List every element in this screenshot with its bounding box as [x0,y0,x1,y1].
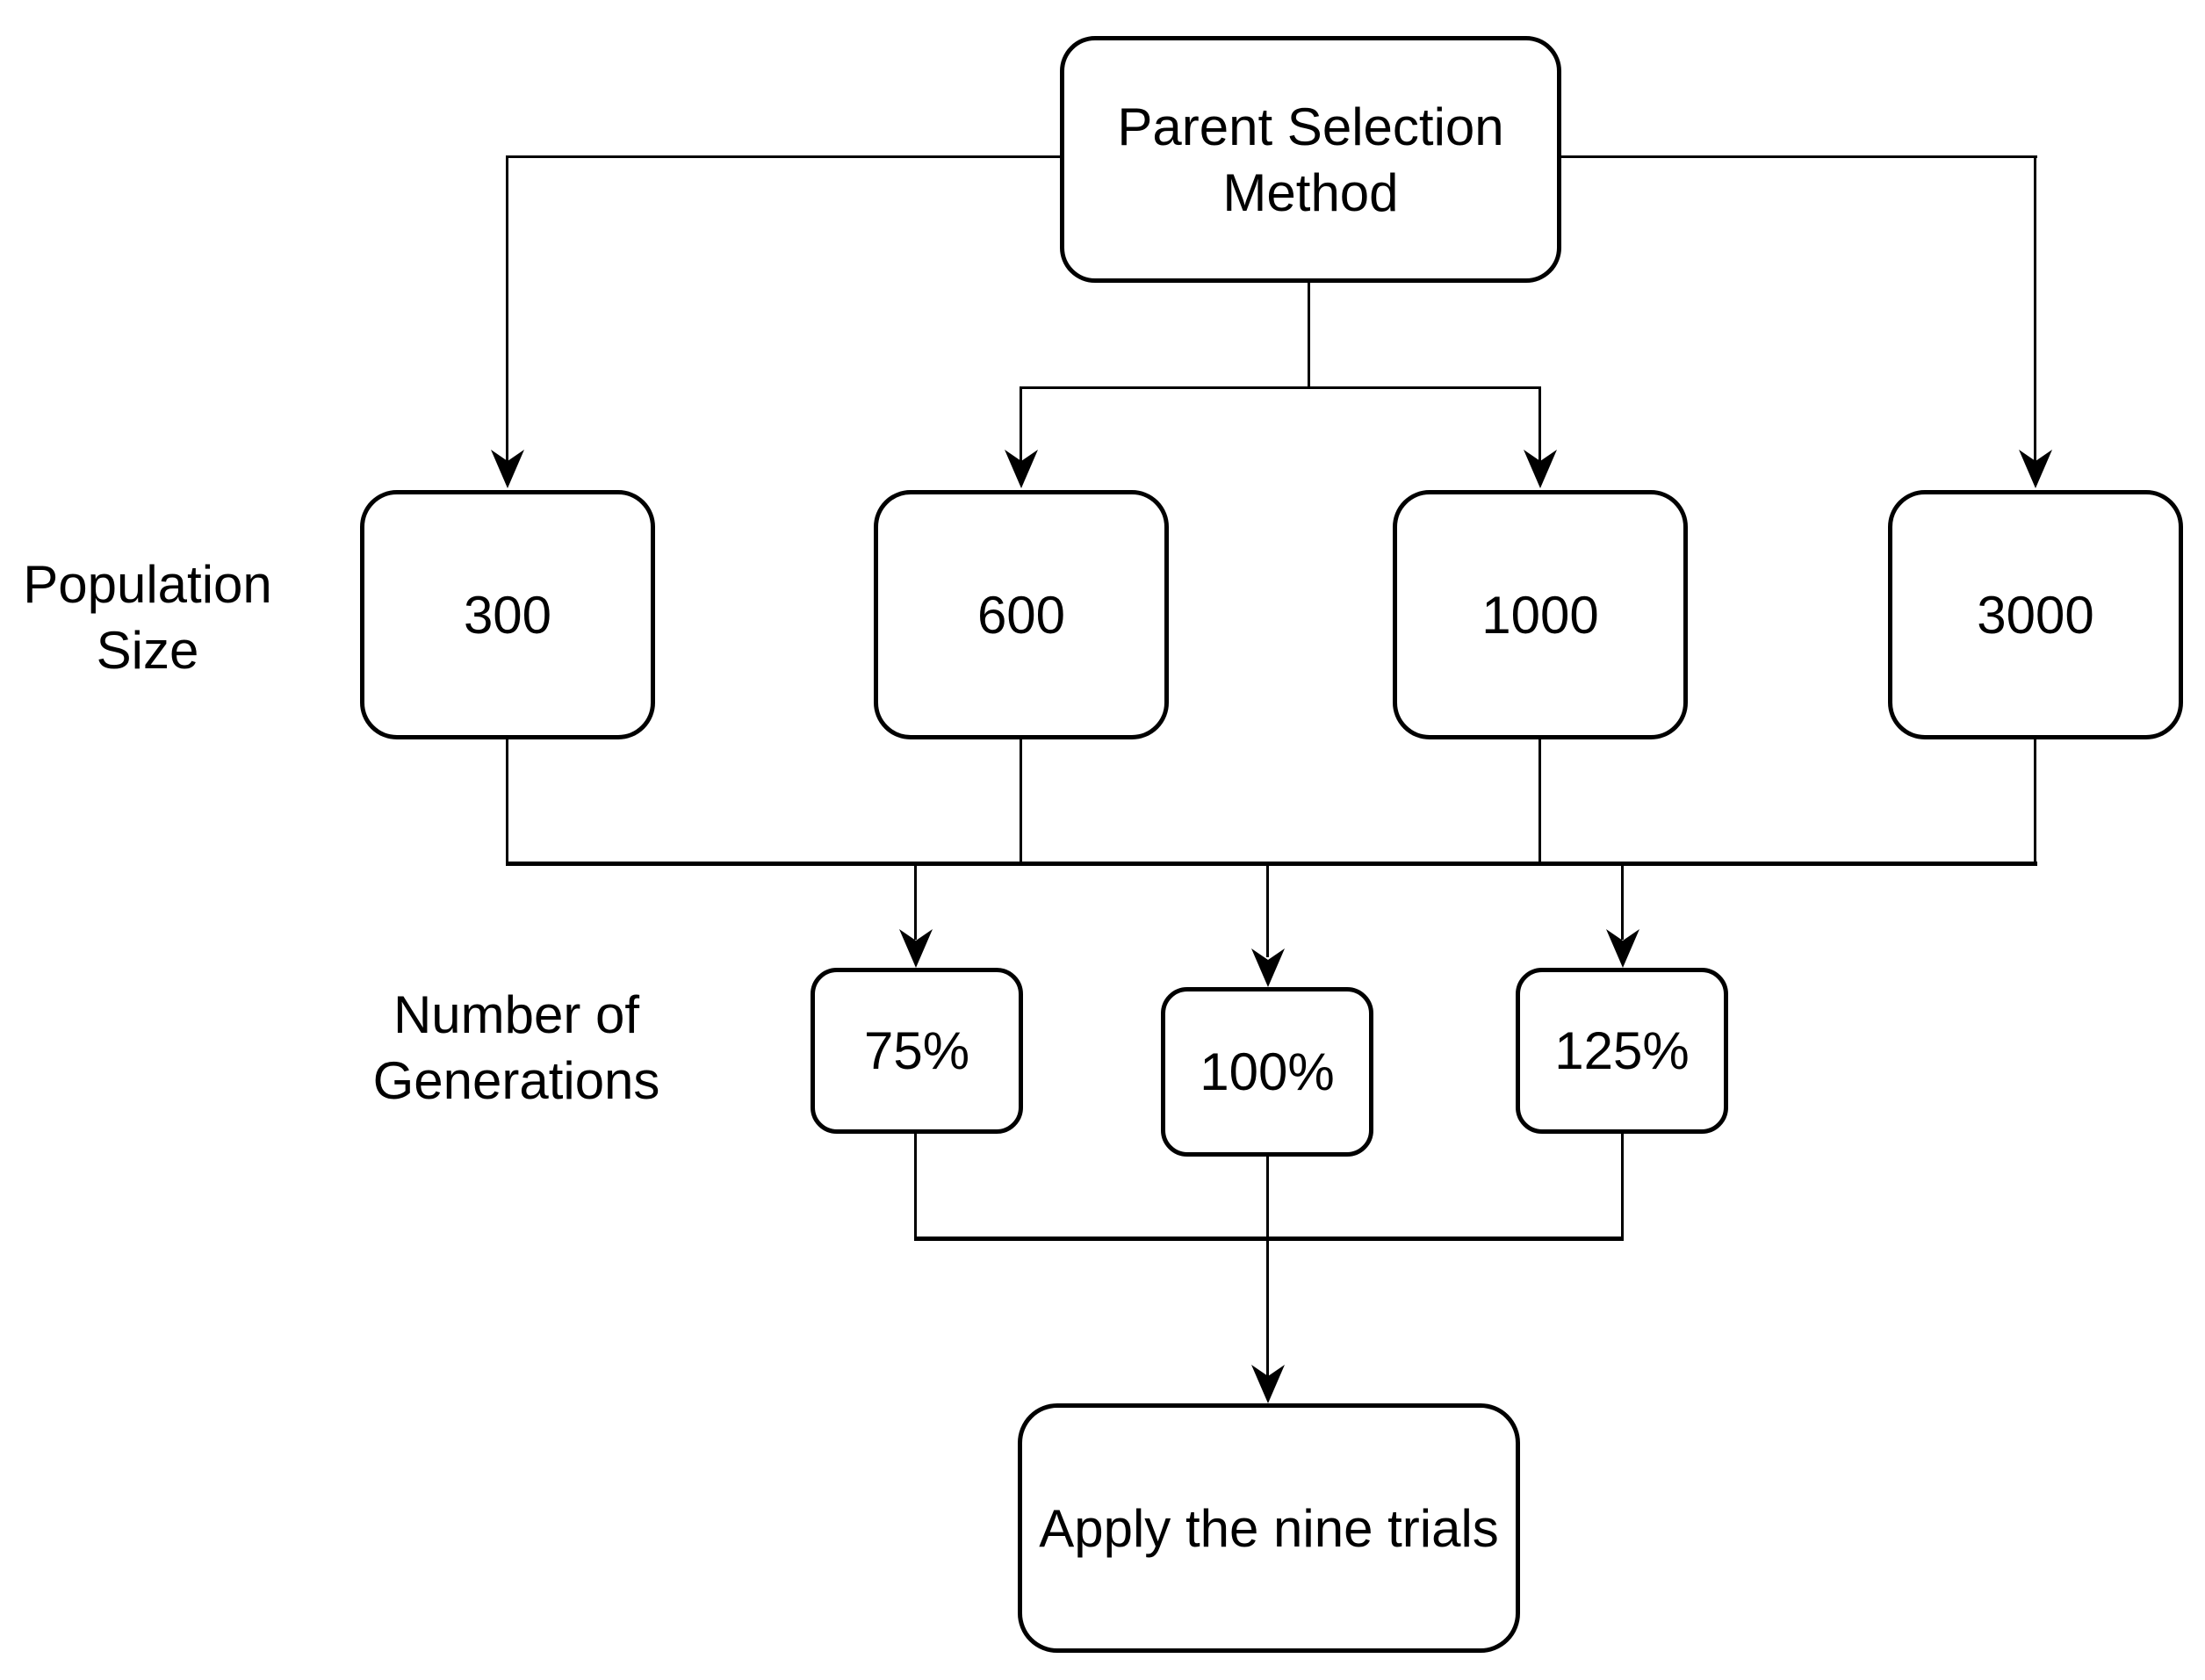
label-number-of-generations: Number of Generations [372,985,660,1110]
node-generations-100: 100% [1161,987,1373,1157]
node-generations-125: 125% [1516,968,1728,1134]
node-label: 75% [863,1021,970,1080]
node-parent-selection-method: Parent Selection Method [1060,36,1561,283]
connector-right-arm [1560,155,2037,158]
label-population-size: Population Size [23,555,272,680]
node-label: 300 [463,585,552,645]
arrowhead-down-icon [1005,450,1038,488]
node-label: Apply the nine trials [1039,1498,1499,1558]
connector-parent-stem [1308,283,1310,388]
node-label: 125% [1554,1021,1690,1080]
arrowhead-down-icon [1251,1365,1285,1403]
node-population-600: 600 [874,490,1169,739]
connector-300-to-bus [506,739,508,863]
arrowhead-down-icon [1606,929,1639,968]
arrowhead-down-icon [1251,948,1285,987]
connector-to-apply [1266,1157,1269,1377]
connector-1000-to-bus [1538,739,1541,863]
node-apply-nine-trials: Apply the nine trials [1018,1403,1520,1653]
connector-bus-to-75 [914,864,917,940]
connector-drop-3000 [2034,155,2036,462]
connector-bus-to-125 [1621,864,1624,940]
connector-bus-generations [914,1237,1624,1241]
connector-drop-300 [506,155,508,462]
connector-drop-1000 [1538,386,1541,462]
connector-3000-to-bus [2034,739,2036,863]
connector-left-arm [506,155,1063,158]
node-population-300: 300 [360,490,655,739]
node-label: 3000 [1977,585,2094,645]
connector-bus-population [506,862,2037,866]
connector-drop-600 [1020,386,1022,462]
node-label: Parent Selection Method [1117,97,1504,222]
connector-mid-split [1020,386,1541,389]
arrowhead-down-icon [2019,450,2052,488]
connector-600-to-bus [1020,739,1022,863]
node-population-3000: 3000 [1888,490,2183,739]
node-label: 100% [1200,1042,1335,1101]
node-generations-75: 75% [811,968,1023,1134]
arrowhead-down-icon [899,929,933,968]
arrowhead-down-icon [491,450,524,488]
node-label: 600 [976,585,1066,645]
arrowhead-down-icon [1524,450,1557,488]
connector-75-to-bus [914,1134,917,1240]
connector-bus-to-100 [1266,864,1269,957]
node-label: 1000 [1481,585,1599,645]
node-population-1000: 1000 [1393,490,1688,739]
connector-125-to-bus [1621,1134,1624,1240]
